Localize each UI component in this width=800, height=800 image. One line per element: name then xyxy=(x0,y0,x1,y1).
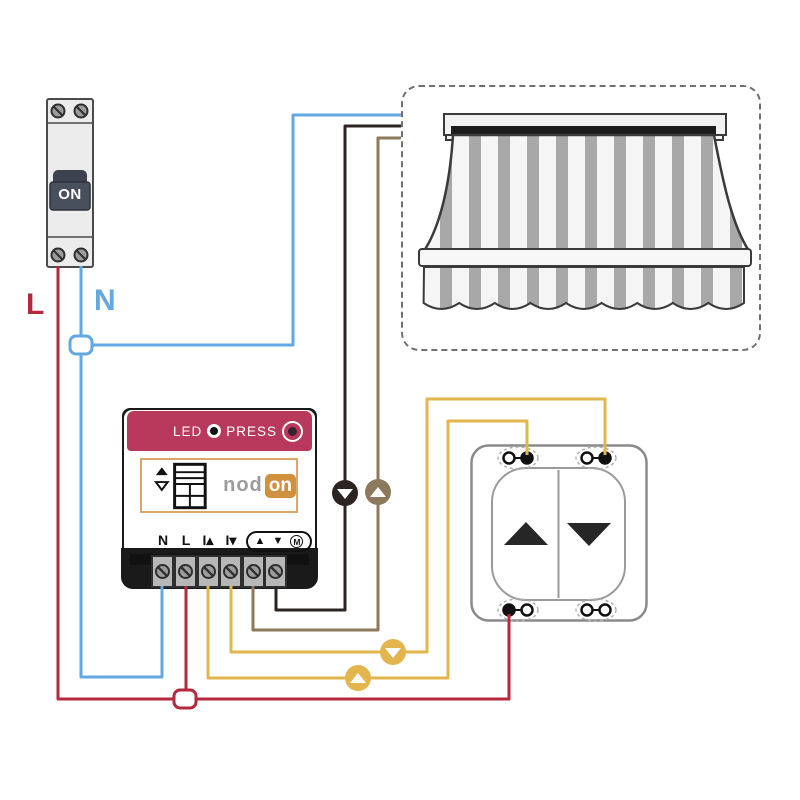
down-arrow-icon xyxy=(153,480,170,492)
circuit-breaker-graphic xyxy=(46,98,94,268)
motor-down-label: ▼ xyxy=(272,535,284,547)
terminal-up-connected xyxy=(520,451,534,465)
motor-down-badge xyxy=(332,480,358,506)
input-up-badge xyxy=(345,665,371,691)
terminal-live-connected xyxy=(502,603,516,617)
up-triangle-icon xyxy=(370,487,386,497)
up-triangle-icon xyxy=(350,673,366,683)
motor-m-label: M xyxy=(290,535,304,548)
circuit-breaker: ON xyxy=(46,98,94,268)
input-down-badge xyxy=(380,639,406,665)
terminal-screw-motor-up xyxy=(242,555,265,588)
shutter-icon xyxy=(153,462,207,509)
wall-switch xyxy=(470,444,648,622)
down-triangle-icon xyxy=(385,648,401,658)
down-triangle-icon xyxy=(337,489,353,499)
motor-up-badge xyxy=(365,479,391,505)
terminal-screw-input-up xyxy=(197,555,220,588)
module-top-band: LED PRESS xyxy=(127,411,312,451)
awning xyxy=(418,113,752,310)
press-button xyxy=(282,420,303,442)
module-label-area: nod on xyxy=(140,458,298,513)
awning-valance xyxy=(422,266,745,310)
led-label: LED xyxy=(172,423,203,439)
wall-switch-graphic xyxy=(470,444,648,622)
terminal-down-connected xyxy=(598,451,612,465)
terminal-screw-n xyxy=(151,555,174,588)
logo-text-gray: nod xyxy=(223,474,263,496)
live-label: L xyxy=(26,288,45,321)
terminal-label-n: N xyxy=(157,532,169,548)
logo-text-orange: on xyxy=(264,473,296,498)
relay-module: LED PRESS nod on N L I▴ I▾ xyxy=(121,408,318,589)
awning-box xyxy=(401,85,761,351)
live-junction xyxy=(172,688,198,710)
neutral-wire-motor-branch xyxy=(81,113,401,347)
awning-front-bar xyxy=(418,248,752,267)
awning-roller xyxy=(451,126,716,135)
up-arrow-icon xyxy=(155,466,168,475)
breaker-on-label: ON xyxy=(58,186,82,203)
neutral-label: N xyxy=(94,284,116,317)
motor-up-label: ▲ xyxy=(254,535,266,547)
press-label: PRESS xyxy=(226,423,277,439)
motor-terminal-group-label: ▲ ▼ M xyxy=(246,531,312,552)
terminal-label-input-up: I▴ xyxy=(202,532,214,548)
terminal-screw-input-down xyxy=(219,555,242,588)
breaker-screw-icon xyxy=(50,103,89,263)
terminal-label-input-down: I▾ xyxy=(225,532,237,548)
awning-canopy xyxy=(421,133,752,253)
nodon-logo: nod on xyxy=(223,473,296,498)
terminal-screw-motor-down xyxy=(264,555,287,588)
terminal-label-l: L xyxy=(181,532,191,548)
neutral-junction xyxy=(68,334,94,356)
led-indicator-icon xyxy=(207,424,222,438)
terminal-screw-l xyxy=(174,555,197,588)
